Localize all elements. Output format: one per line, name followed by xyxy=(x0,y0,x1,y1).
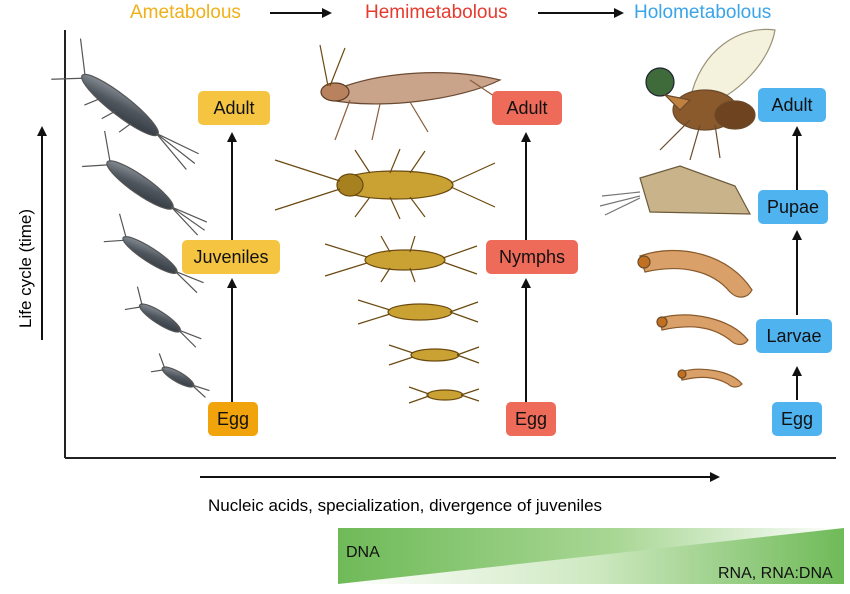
stonefly-nymph-large xyxy=(274,148,496,220)
stage-holometabolous-larvae: Larvae xyxy=(756,319,832,353)
stonefly-adult xyxy=(319,44,502,141)
stage-holometabolous-adult: Adult xyxy=(758,88,826,122)
stonefly-nymph-4 xyxy=(388,344,480,366)
fly-illustrations xyxy=(599,28,776,388)
axes xyxy=(37,30,836,482)
gradient-label-dna: DNA xyxy=(346,544,380,561)
y-axis-label: Life cycle (time) xyxy=(16,208,35,328)
stage-ametabolous-juveniles: Juveniles xyxy=(182,240,280,274)
silverfish-illustrations xyxy=(51,38,210,398)
gradient-label-rna: RNA, RNA:DNA xyxy=(718,565,833,582)
fly-larva-1 xyxy=(637,249,753,298)
stonefly-nymph-2 xyxy=(324,235,478,283)
title-holometabolous: Holometabolous xyxy=(634,2,772,23)
stage-ametabolous-egg: Egg xyxy=(208,402,258,436)
stage-holometabolous-egg: Egg xyxy=(772,402,822,436)
stage-hemimetabolous-nymphs: Nymphs xyxy=(486,240,578,274)
stonefly-illustrations xyxy=(274,44,502,404)
title-hemimetabolous: Hemimetabolous xyxy=(365,2,508,23)
stage-holometabolous-pupae: Pupae xyxy=(758,190,828,224)
fly-pupa xyxy=(599,165,752,216)
fly-larva-2 xyxy=(656,314,749,346)
stonefly-nymph-5 xyxy=(408,386,480,404)
fly-larva-3 xyxy=(677,368,743,388)
title-ametabolous: Ametabolous xyxy=(130,2,241,23)
x-axis-label: Nucleic acids, specialization, divergenc… xyxy=(208,496,603,515)
fly-adult xyxy=(645,28,776,161)
nucleic-acid-gradient xyxy=(338,528,844,584)
stage-hemimetabolous-adult: Adult xyxy=(492,91,562,125)
stage-hemimetabolous-egg: Egg xyxy=(506,402,556,436)
stage-ametabolous-adult: Adult xyxy=(198,91,270,125)
stonefly-nymph-3 xyxy=(357,299,479,325)
stage-arrows xyxy=(227,126,802,402)
